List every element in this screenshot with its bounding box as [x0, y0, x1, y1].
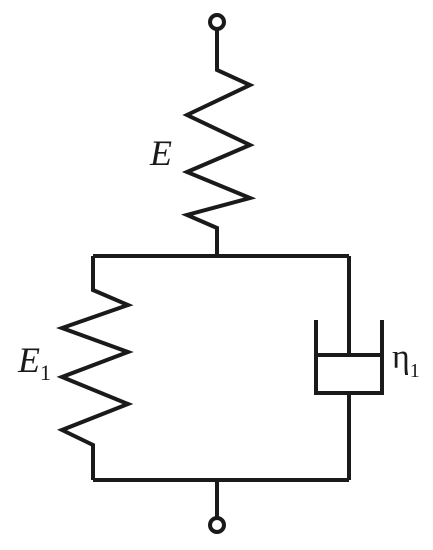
left-spring: [56, 256, 134, 480]
dashpot-symbol: η: [392, 339, 410, 376]
spring-top-label: E: [149, 133, 172, 173]
top-spring: [180, 29, 257, 256]
dashpot-subscript: 1: [410, 360, 420, 382]
spring-top-symbol: E: [149, 133, 172, 173]
spring-bottom-symbol: E: [17, 340, 40, 380]
spring-bottom-subscript: 1: [40, 360, 51, 385]
bottom-terminal: [208, 516, 226, 534]
spring-bottom-label: E1: [17, 340, 51, 385]
dashpot-label: η1: [392, 339, 420, 382]
top-terminal: [208, 13, 226, 31]
